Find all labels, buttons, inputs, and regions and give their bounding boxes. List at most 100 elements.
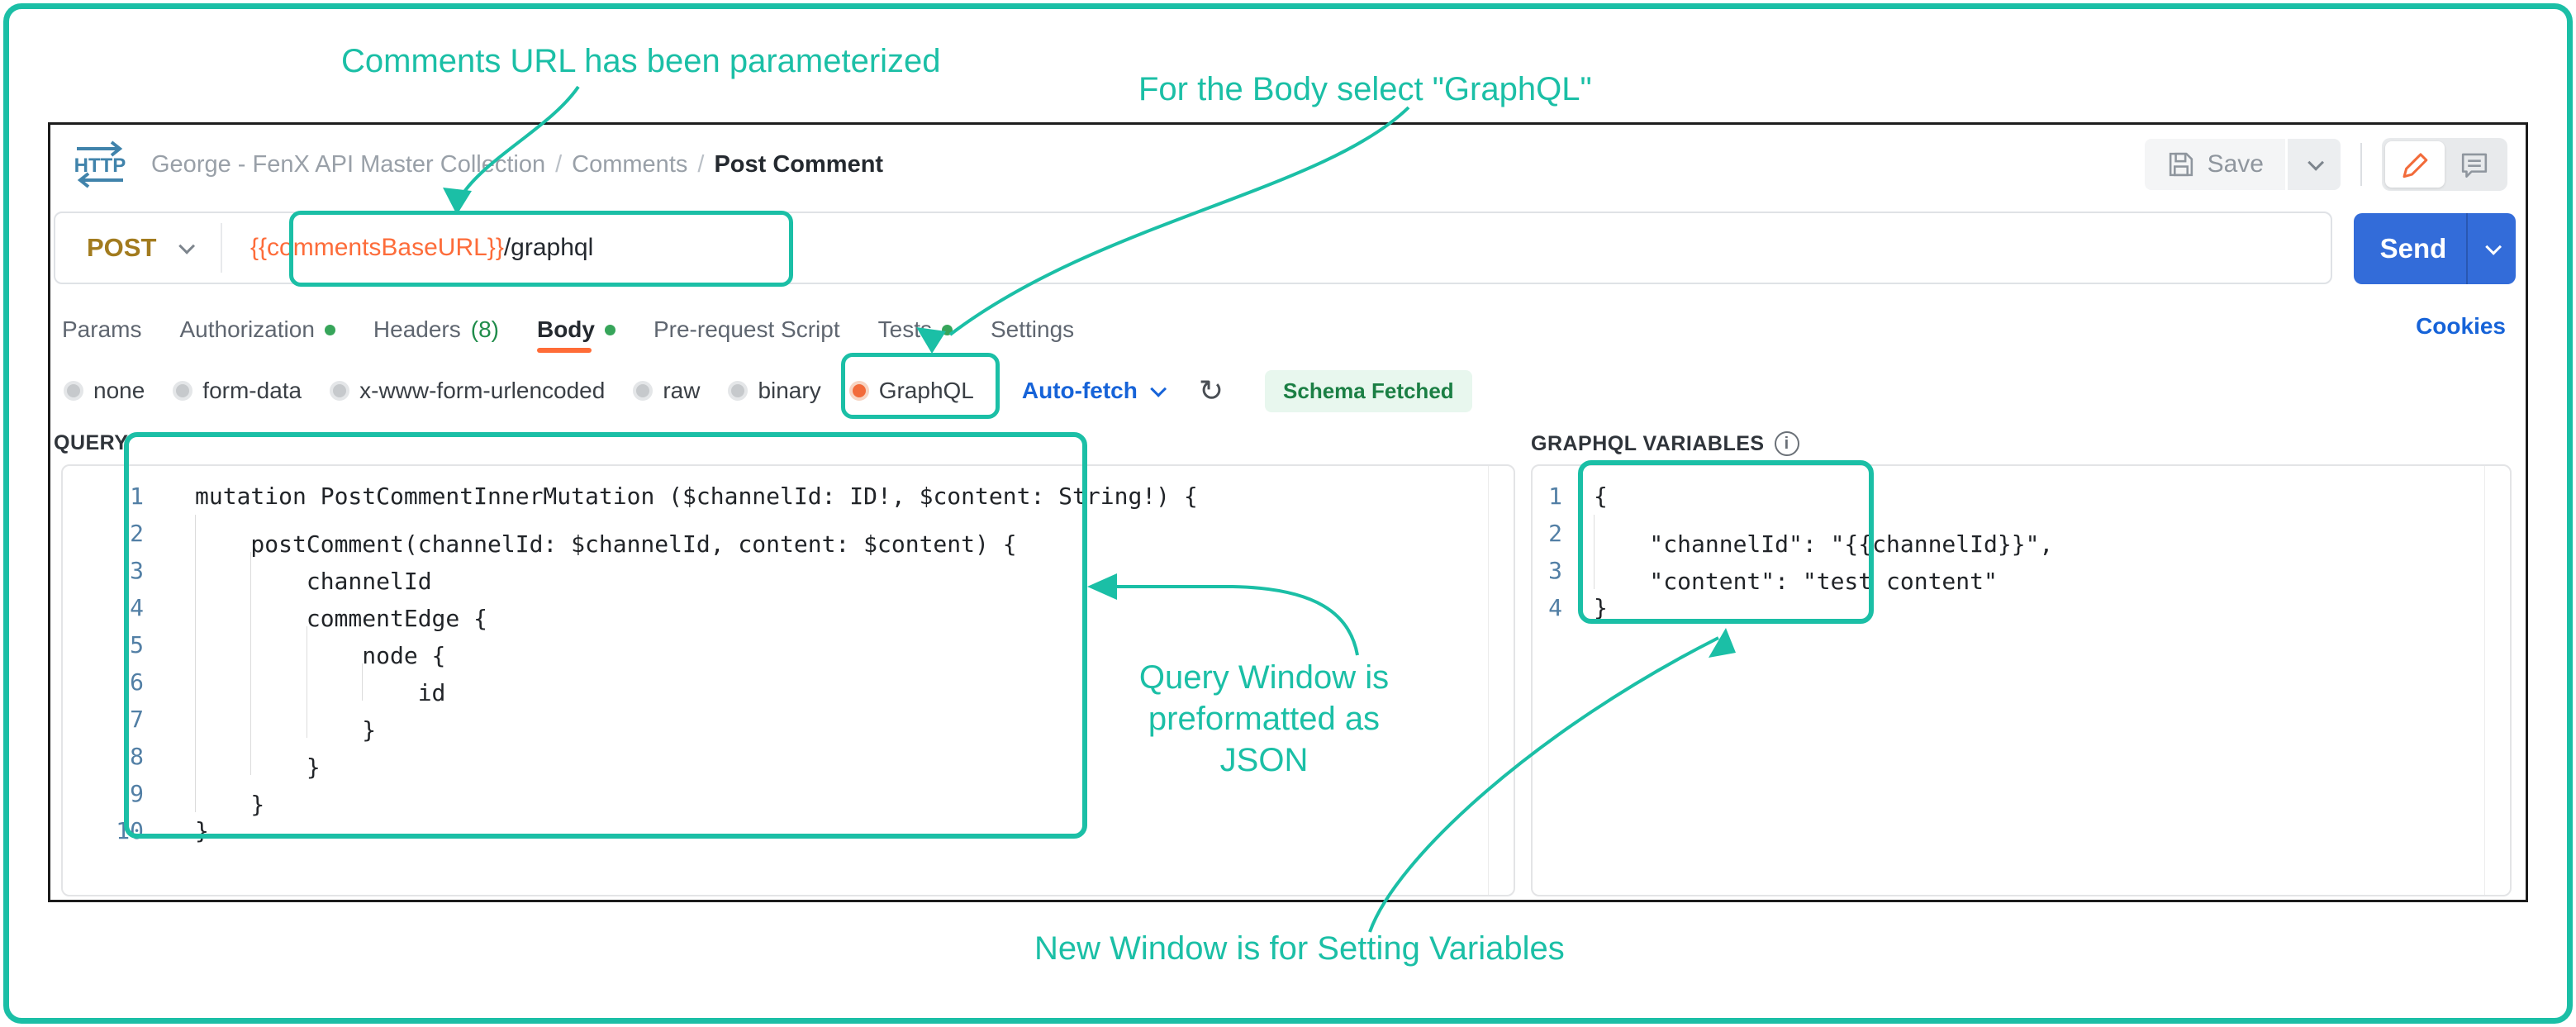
code-text: } <box>167 701 376 744</box>
tab-pre-request-script[interactable]: Pre-request Script <box>654 308 840 351</box>
body-type-raw[interactable]: raw <box>633 378 700 404</box>
body-type-radios: none form-data x-www-form-urlencoded raw bin… <box>64 378 974 404</box>
line-number: 5 <box>130 631 144 659</box>
annotation-variables-note: New Window is for Setting Variables <box>1034 930 1565 967</box>
tab-label: Body <box>536 316 595 342</box>
indent-guide <box>306 663 362 701</box>
radio-icon <box>633 381 654 401</box>
method-selector[interactable]: POST <box>55 233 221 263</box>
autofetch-dropdown[interactable]: Auto-fetch <box>1022 378 1167 404</box>
save-label: Save <box>2207 150 2264 178</box>
line-number: 2 <box>130 520 144 547</box>
indent-guide <box>250 626 306 663</box>
variables-scrollbar-gutter[interactable] <box>2484 466 2485 895</box>
code-line: 10} <box>63 812 1514 849</box>
indent-guide <box>195 626 250 663</box>
graphql-variables-editor[interactable]: 1{2"channelId": "{{channelId}}",3"conten… <box>1531 464 2512 896</box>
body-type-form-data[interactable]: form-data <box>173 378 302 404</box>
code-line: 7} <box>63 701 1514 744</box>
code-token: } <box>250 791 265 818</box>
green-dot-icon <box>324 324 335 335</box>
code-token: } <box>195 817 209 844</box>
refresh-schema-icon[interactable]: ↻ <box>1198 373 1224 407</box>
indent-guide <box>195 515 250 552</box>
code-text: } <box>167 738 321 781</box>
line-number: 10 <box>116 817 144 844</box>
url-input[interactable]: {{commentsBaseURL}}/graphql <box>250 234 593 262</box>
code-text: channelId <box>167 552 432 595</box>
breadcrumb-item-george-fenx-api-master-collection[interactable]: George - FenX API Master Collection <box>151 150 546 178</box>
indent-guide <box>250 738 306 775</box>
tab-label: Pre-request Script <box>653 316 840 342</box>
code-line: 2"channelId": "{{channelId}}", <box>1533 515 2510 558</box>
chevron-down-icon <box>1150 380 1167 397</box>
code-token: } <box>1594 594 1608 621</box>
indent-guide <box>195 775 250 812</box>
code-line: 3 channelId <box>63 552 1514 595</box>
tab-body[interactable]: Body <box>536 308 615 353</box>
body-type-none[interactable]: none <box>64 378 145 404</box>
tab-count-badge: (8) <box>470 316 499 342</box>
breadcrumb-separator: / <box>697 150 705 178</box>
line-number: 1 <box>1548 483 1562 510</box>
query-scrollbar-gutter[interactable] <box>1488 466 1489 895</box>
code-token: } <box>306 754 321 781</box>
annotation-url-note: Comments URL has been parameterized <box>341 43 941 79</box>
code-token: node { <box>362 642 446 669</box>
body-type-graphql[interactable]: GraphQL <box>848 378 974 404</box>
code-line: 1{ <box>1533 478 2510 515</box>
method-label: POST <box>87 233 157 262</box>
breadcrumb-item-post-comment[interactable]: Post Comment <box>714 150 884 178</box>
tab-params[interactable]: Params <box>62 308 141 351</box>
chevron-down-icon <box>178 237 196 254</box>
query-label-text: QUERY <box>54 431 129 454</box>
save-floppy-icon <box>2169 152 2193 177</box>
edit-mode-button[interactable] <box>2385 141 2445 188</box>
code-line: 8} <box>63 738 1514 781</box>
code-text: { <box>1576 478 1608 515</box>
pencil-icon <box>2403 153 2428 178</box>
breadcrumb-item-comments[interactable]: Comments <box>572 150 688 178</box>
code-text: "content": "test content" <box>1576 552 1998 595</box>
body-type-label: binary <box>758 378 821 403</box>
code-token: commentEdge { <box>306 605 487 632</box>
code-text: id <box>167 663 445 706</box>
save-button[interactable]: Save <box>2144 139 2285 190</box>
code-text: "channelId": "{{channelId}}", <box>1576 515 2053 558</box>
tab-settings[interactable]: Settings <box>991 308 1074 351</box>
svg-text:HTTP: HTTP <box>74 155 126 177</box>
save-options-button[interactable] <box>2288 139 2341 190</box>
comments-button[interactable] <box>2445 141 2504 188</box>
body-type-row: none form-data x-www-form-urlencoded raw bin… <box>64 369 1472 412</box>
indent-guide <box>250 663 306 701</box>
radio-icon <box>728 381 749 401</box>
indent-guide <box>306 701 362 738</box>
radio-icon <box>848 381 869 401</box>
edit-comment-toggle <box>2382 138 2507 191</box>
line-number: 1 <box>130 483 144 510</box>
header-divider <box>2360 143 2362 186</box>
code-token: channelId <box>306 568 432 595</box>
body-type-binary[interactable]: binary <box>728 378 821 404</box>
query-section-label: QUERY <box>54 431 128 455</box>
tab-tests[interactable]: Tests <box>878 308 953 351</box>
line-number: 3 <box>130 557 144 584</box>
info-icon[interactable]: i <box>1774 431 1799 456</box>
code-line: 3"content": "test content" <box>1533 552 2510 595</box>
cookies-link[interactable]: Cookies <box>2416 313 2506 339</box>
send-button[interactable]: Send <box>2354 213 2516 284</box>
indent-guide <box>195 589 250 626</box>
tab-headers[interactable]: Headers(8) <box>373 308 499 351</box>
body-type-x-www-form-urlencoded[interactable]: x-www-form-urlencoded <box>330 378 605 404</box>
indent-guide <box>250 701 306 738</box>
code-line: 5 node { <box>63 626 1514 669</box>
send-options-button[interactable] <box>2468 238 2516 255</box>
tab-authorization[interactable]: Authorization <box>179 308 335 351</box>
send-label: Send <box>2379 233 2447 264</box>
code-text: } <box>167 775 264 818</box>
